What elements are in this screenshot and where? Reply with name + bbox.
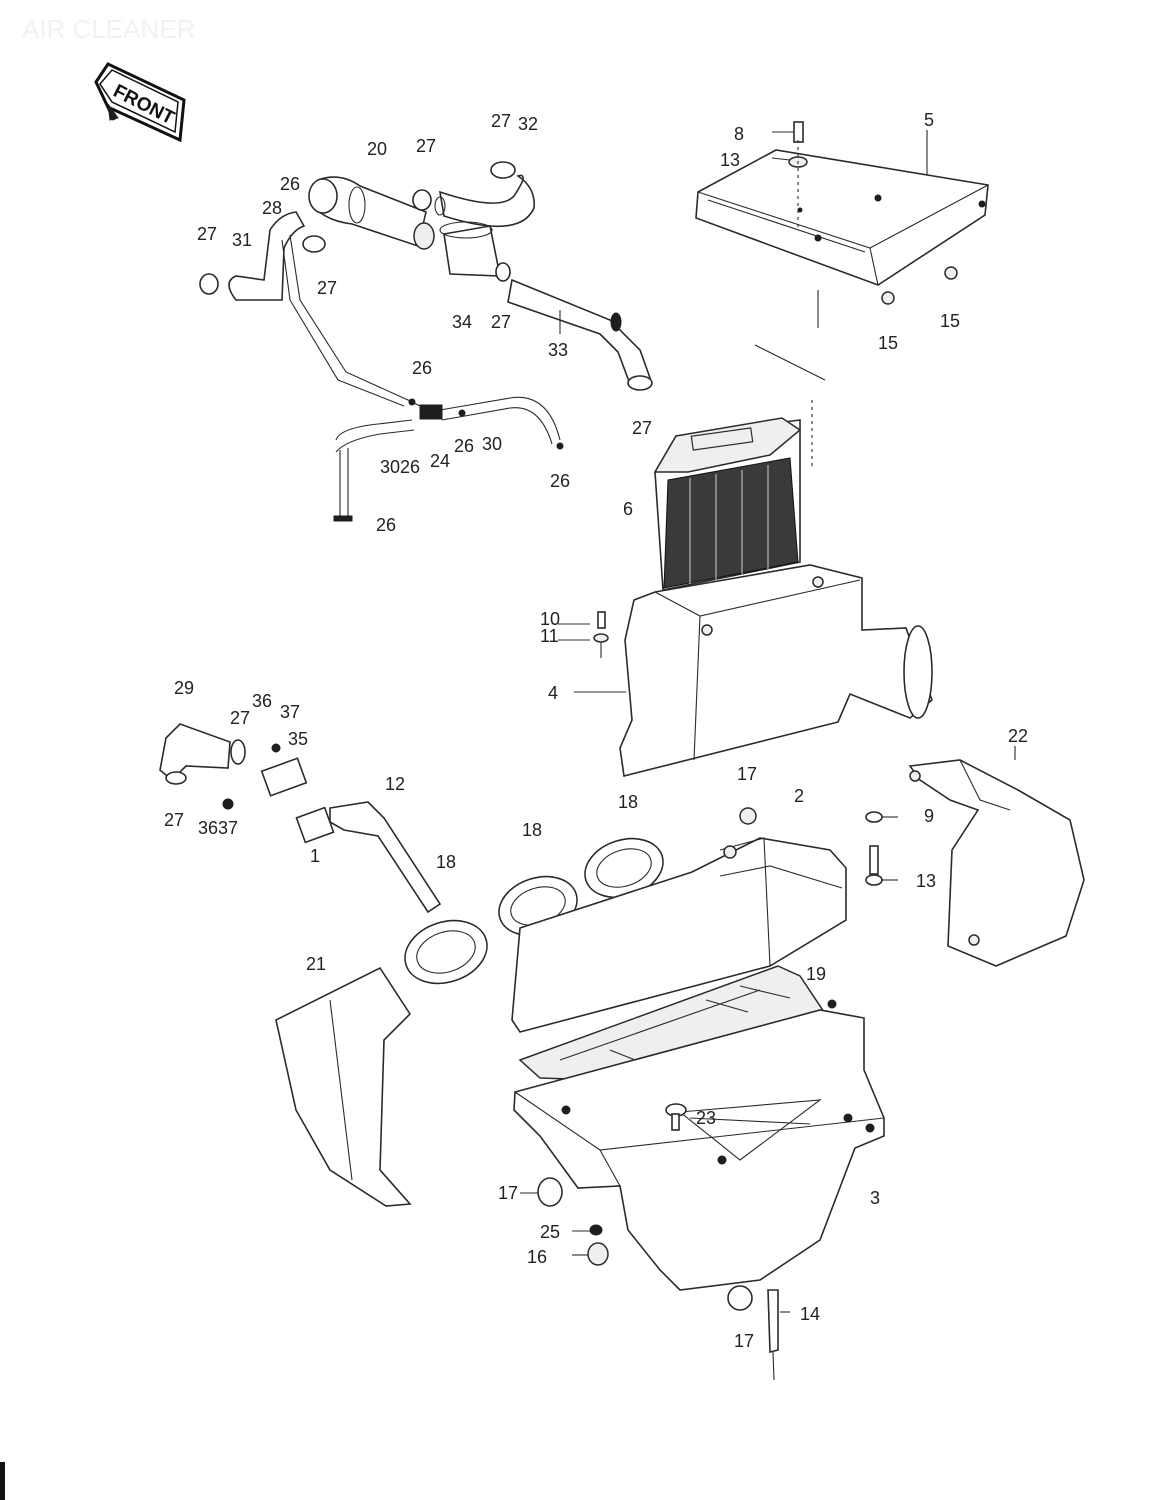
callout-number: 37 (280, 702, 300, 722)
callout-number: 33 (548, 340, 568, 360)
callout-number: 26 (550, 471, 570, 491)
callout-number: 32 (518, 114, 538, 134)
breather-tube (333, 396, 564, 522)
callout-number: 24 (430, 451, 450, 471)
callout-number: 31 (232, 230, 252, 250)
duct-screw (593, 611, 609, 658)
callout-number: 20 (367, 139, 387, 159)
drain-parts (537, 1177, 779, 1381)
callout-number: 27 (197, 224, 217, 244)
callout-number: 26 (280, 174, 300, 194)
callout-number: 27 (632, 418, 652, 438)
callout-number: 30 (482, 434, 502, 454)
cleaner-cover (695, 149, 989, 286)
callout-number: 17 (498, 1183, 518, 1203)
callout-number: 18 (436, 852, 456, 872)
callout-number: 14 (800, 1304, 820, 1324)
callout-number: 17 (734, 1331, 754, 1351)
callout-number: 12 (385, 774, 405, 794)
callout-number: 11 (540, 626, 559, 646)
front-direction-badge: FRONT (94, 62, 186, 143)
callout-number: 26 (412, 358, 432, 378)
callout-number: 36 (252, 691, 272, 711)
callout-number: 27 (317, 278, 337, 298)
left-side-cover (275, 966, 412, 1207)
hose-clamps (199, 161, 653, 391)
callout-number: 27 (491, 111, 511, 131)
callout-number: 2 (794, 786, 804, 806)
callout-number: 28 (262, 198, 282, 218)
callout-number: 29 (174, 678, 194, 698)
callout-number: 34 (452, 312, 472, 332)
page-edge-mark (0, 1462, 5, 1500)
air-intake-hose (228, 174, 652, 407)
callout-number: 3 (870, 1188, 880, 1208)
callout-number: 3026 (380, 457, 420, 477)
air-filter-element (653, 417, 802, 591)
callout-number: 13 (916, 871, 936, 891)
housing-screw (665, 1103, 687, 1131)
callout-number: 6 (623, 499, 633, 519)
callout-number: 5 (924, 110, 934, 130)
callout-number: 25 (540, 1222, 560, 1242)
crankcase-breather-parts (159, 723, 442, 914)
callout-number: 23 (696, 1108, 716, 1128)
callout-number: 15 (940, 311, 960, 331)
callout-number: 3637 (198, 818, 238, 838)
callout-number: 13 (720, 150, 740, 170)
callout-number: 16 (527, 1247, 547, 1267)
callout-number: 10 (540, 609, 560, 629)
right-side-cover (908, 759, 1085, 967)
callout-number: 18 (618, 792, 638, 812)
callout-number: 8 (734, 124, 744, 144)
callout-number: 17 (737, 764, 757, 784)
callout-number: 19 (806, 964, 826, 984)
callout-number: 27 (230, 708, 250, 728)
page-title: AIR CLEANER (22, 14, 196, 44)
callout-number: 4 (548, 683, 558, 703)
cover-bolt (865, 811, 883, 886)
callout-number: 15 (878, 333, 898, 353)
leader-lines (520, 130, 1016, 1313)
callout-number: 9 (924, 806, 934, 826)
callout-number: 27 (416, 136, 436, 156)
callout-number: 26 (376, 515, 396, 535)
callout-number: 27 (491, 312, 511, 332)
callout-number: 35 (288, 729, 308, 749)
callout-number: 21 (306, 954, 326, 974)
callout-number: 27 (164, 810, 184, 830)
lower-housing (513, 1009, 885, 1291)
callout-number: 22 (1008, 726, 1028, 746)
intake-duct (619, 564, 933, 777)
air-cleaner-case (511, 807, 847, 1033)
callout-number: 26 (454, 436, 474, 456)
callout-number: 1 (310, 846, 320, 866)
callout-number: 18 (522, 820, 542, 840)
